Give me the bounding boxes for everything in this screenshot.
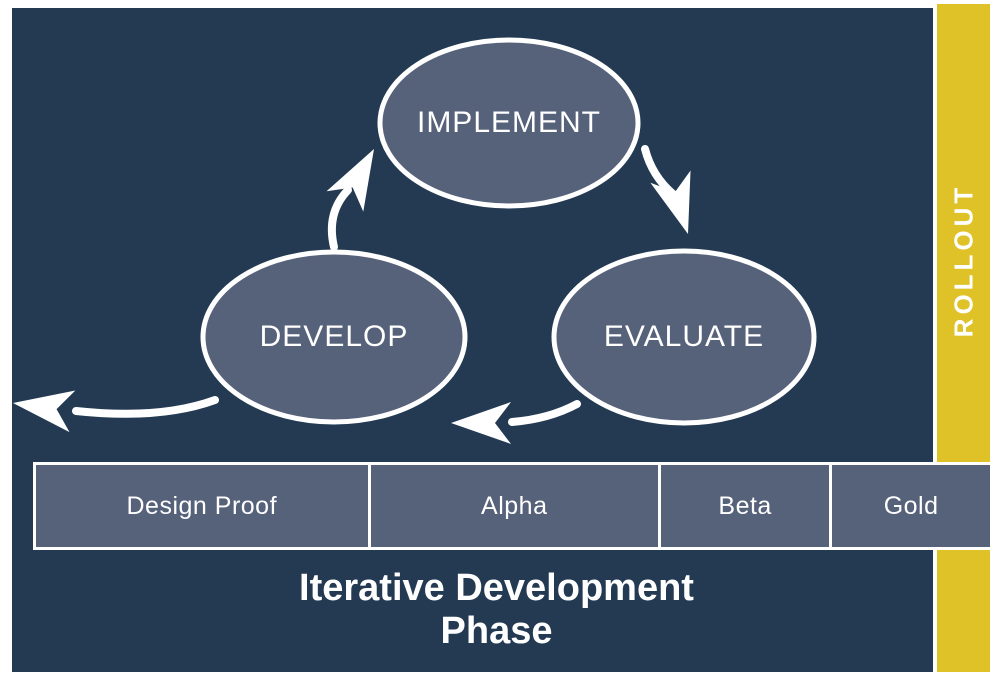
phase-segment-alpha: Alpha bbox=[370, 465, 659, 547]
implement-label: IMPLEMENT bbox=[416, 106, 602, 139]
diagram-title: Iterative Development Phase bbox=[0, 567, 993, 653]
rollout-label-wrap: ROLLOUT bbox=[937, 4, 990, 516]
phase-label-gold: Gold bbox=[883, 491, 939, 520]
rollout-label: ROLLOUT bbox=[948, 183, 978, 337]
phase-segment-design-proof: Design Proof bbox=[36, 465, 368, 547]
phase-bar: Design Proof Alpha Beta Gold bbox=[33, 462, 993, 550]
diagram-title-line1: Iterative Development bbox=[299, 567, 694, 609]
rollout-stripe: ROLLOUT bbox=[937, 4, 990, 672]
diagram-title-line2: Phase bbox=[440, 610, 553, 652]
phase-label-beta: Beta bbox=[718, 491, 772, 520]
phase-label-alpha: Alpha bbox=[481, 491, 548, 520]
phase-label-design-proof: Design Proof bbox=[126, 491, 278, 520]
phase-segment-beta: Beta bbox=[661, 465, 830, 547]
evaluate-label: EVALUATE bbox=[603, 320, 765, 353]
develop-label: DEVELOP bbox=[259, 320, 409, 353]
phase-segment-gold: Gold bbox=[832, 465, 990, 547]
